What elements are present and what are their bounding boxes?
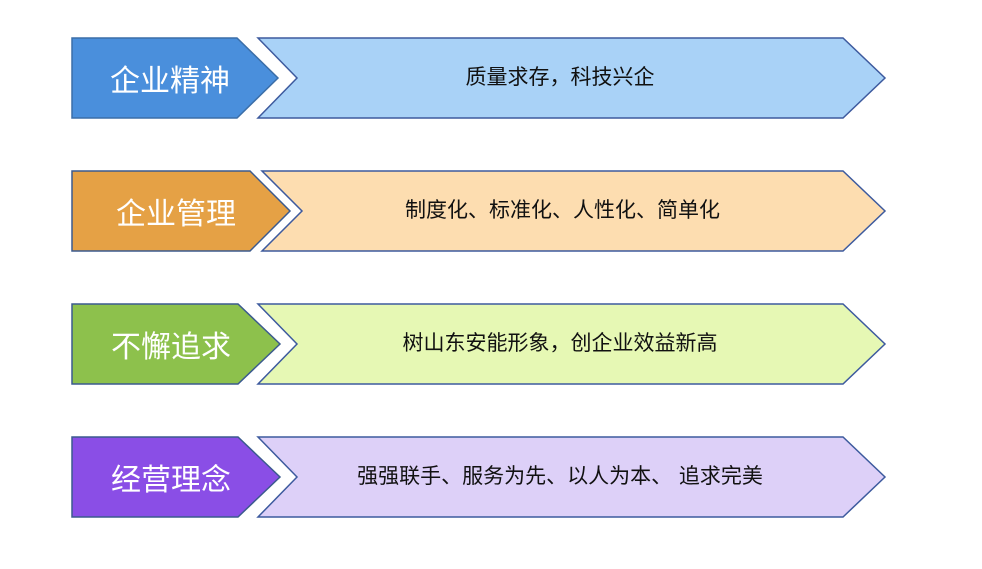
row-4-title: 经营理念 <box>111 463 231 498</box>
row-3-right-chevron <box>256 303 887 385</box>
row-3-left-arrow <box>71 303 282 385</box>
row-4-text: 强强联手、服务为先、以人为本、 追求完美 <box>357 464 763 488</box>
row-1-text: 质量求存，科技兴企 <box>465 65 655 89</box>
row-2-left-arrow <box>71 170 292 252</box>
row-2-text: 制度化、标准化、人性化、简单化 <box>405 198 720 222</box>
row-4-right-chevron <box>256 436 887 518</box>
row-1-left-arrow <box>71 37 280 119</box>
row-2-right-chevron <box>260 170 887 252</box>
row-3-text: 树山东安能形象，创企业效益新高 <box>402 331 718 355</box>
row-3-title: 不懈追求 <box>111 330 231 365</box>
row-4-left-arrow <box>71 436 282 518</box>
row-1-title: 企业精神 <box>110 64 230 99</box>
row-2-title: 企业管理 <box>116 197 236 232</box>
row-1-right-chevron <box>256 37 887 119</box>
